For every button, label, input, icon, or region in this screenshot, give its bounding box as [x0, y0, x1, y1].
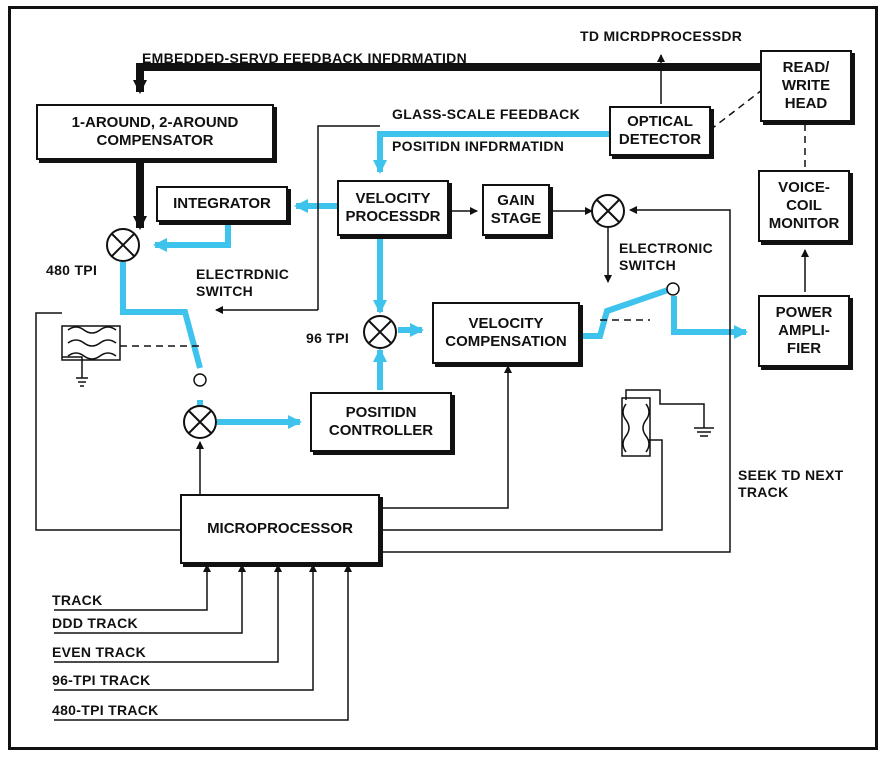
input-label-odd-track: DDD TRACK	[52, 615, 138, 631]
microprocessor-block: MICROPROCESSOR	[180, 494, 380, 564]
input-label-480tpi-track: 480-TPI TRACK	[52, 702, 159, 718]
switch-pivot-left	[193, 373, 207, 387]
relay-coil-left	[61, 325, 121, 361]
summing-junction-96tpi	[363, 315, 397, 349]
input-label-track: TRACK	[52, 592, 103, 608]
summing-junction-top-left	[106, 228, 140, 262]
seek-next-track-label: SEEK TD NEXT TRACK	[738, 467, 844, 500]
gain-stage-block: GAIN STAGE	[482, 184, 550, 236]
input-label-96tpi-track: 96-TPI TRACK	[52, 672, 151, 688]
position-info-label: POSITIDN INFDRMATIDN	[392, 138, 565, 154]
position-controller-block: POSITIDN CONTROLLER	[310, 392, 452, 452]
read-write-head-block: READ/ WRITE HEAD	[760, 50, 852, 122]
velocity-compensation-block: VELOCITY COMPENSATION	[432, 302, 580, 364]
compensator-block: 1-AROUND, 2-AROUND COMPENSATOR	[36, 104, 274, 160]
embedded-servo-path	[133, 63, 760, 230]
tpi-480-label: 480 TPI	[46, 262, 98, 278]
to-microprocessor-label: TD MICRDPROCESSDR	[580, 28, 743, 44]
thin-connections	[35, 54, 809, 721]
summing-junction-bottom-left	[183, 405, 217, 439]
embedded-servo-label: EMBEDDED-SERVD FEEDBACK INFDRMATIDN	[142, 50, 467, 66]
optical-detector-block: OPTICAL DETECTOR	[609, 106, 711, 156]
dashed-links	[120, 89, 806, 347]
voice-coil-monitor-block: VOICE- COIL MONITOR	[758, 170, 850, 242]
servo-signal-path	[120, 131, 748, 429]
glass-scale-label: GLASS-SCALE FEEDBACK	[392, 106, 581, 122]
electronic-switch-right-label: ELECTRONIC SWITCH	[619, 240, 713, 273]
diagram-frame	[8, 6, 878, 750]
velocity-processor-block: VELOCITY PROCESSDR	[337, 180, 449, 236]
switch-pivot-right	[666, 282, 680, 296]
relay-coil-right	[621, 397, 651, 457]
tpi-96-label: 96 TPI	[306, 330, 350, 346]
power-amplifier-block: POWER AMPLI- FIER	[758, 295, 850, 367]
summing-junction-gain	[591, 194, 625, 228]
summing-junctions	[106, 194, 625, 439]
integrator-block: INTEGRATOR	[156, 186, 288, 222]
electronic-switch-left-label: ELECTRDNIC SWITCH	[196, 266, 290, 299]
input-label-even-track: EVEN TRACK	[52, 644, 147, 660]
